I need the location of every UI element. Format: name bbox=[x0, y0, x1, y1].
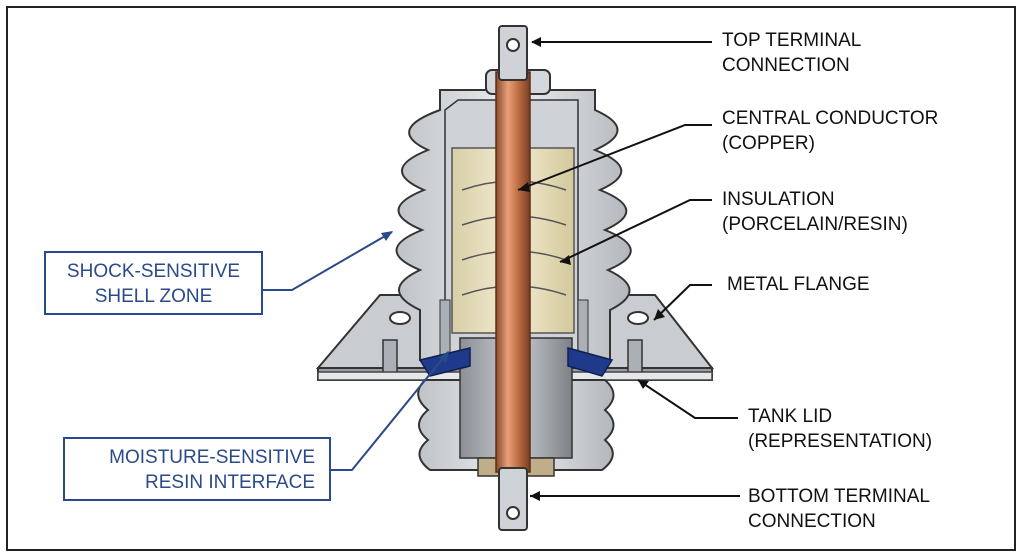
label-bottom-terminal-line1: BOTTOM TERMINAL bbox=[748, 486, 930, 507]
label-insulation: INSULATION (PORCELAIN/RESIN) bbox=[722, 187, 908, 237]
callout-moisture-sensitive-interface: MOISTURE-SENSITIVE RESIN INTERFACE bbox=[63, 437, 331, 501]
central-conductor bbox=[495, 71, 531, 473]
label-metal-flange-line1: METAL FLANGE bbox=[727, 274, 870, 295]
label-tank-lid-line2: (REPRESENTATION) bbox=[748, 431, 933, 452]
callout-leader-lines bbox=[262, 231, 449, 471]
label-top-terminal-line1: TOP TERMINAL bbox=[722, 30, 862, 51]
callout-arrowheads bbox=[381, 231, 449, 363]
resin-interface-seal-right bbox=[567, 347, 614, 377]
flange-bolt-hole bbox=[389, 311, 411, 325]
callout-shock-sensitive-shell: SHOCK-SENSITIVE SHELL ZONE bbox=[44, 251, 263, 315]
label-top-terminal-line2: CONNECTION bbox=[722, 55, 850, 76]
bottom-terminal bbox=[498, 467, 528, 531]
callout-moisture-line2: RESIN INTERFACE bbox=[145, 472, 315, 493]
label-central-conductor-line2: (COPPER) bbox=[722, 133, 815, 154]
label-central-conductor-line1: CENTRAL CONDUCTOR bbox=[722, 108, 939, 129]
callout-shock-line1: SHOCK-SENSITIVE bbox=[66, 261, 241, 282]
flange-bolt-hole bbox=[627, 311, 649, 325]
label-metal-flange: METAL FLANGE bbox=[727, 272, 870, 297]
top-terminal bbox=[498, 25, 528, 81]
label-tank-lid: TANK LID (REPRESENTATION) bbox=[748, 404, 932, 454]
leader-lines bbox=[517, 41, 740, 497]
label-insulation-line2: (PORCELAIN/RESIN) bbox=[722, 214, 908, 235]
label-bottom-terminal: BOTTOM TERMINAL CONNECTION bbox=[748, 484, 930, 534]
callout-moisture-line1: MOISTURE-SENSITIVE bbox=[109, 447, 315, 468]
label-central-conductor: CENTRAL CONDUCTOR (COPPER) bbox=[722, 106, 938, 156]
label-tank-lid-line1: TANK LID bbox=[748, 406, 833, 427]
label-insulation-line1: INSULATION bbox=[722, 189, 835, 210]
callout-shock-line2: SHELL ZONE bbox=[94, 286, 213, 307]
label-bottom-terminal-line2: CONNECTION bbox=[748, 511, 876, 532]
leader-arrowheads bbox=[518, 37, 665, 501]
label-top-terminal: TOP TERMINAL CONNECTION bbox=[722, 28, 861, 78]
